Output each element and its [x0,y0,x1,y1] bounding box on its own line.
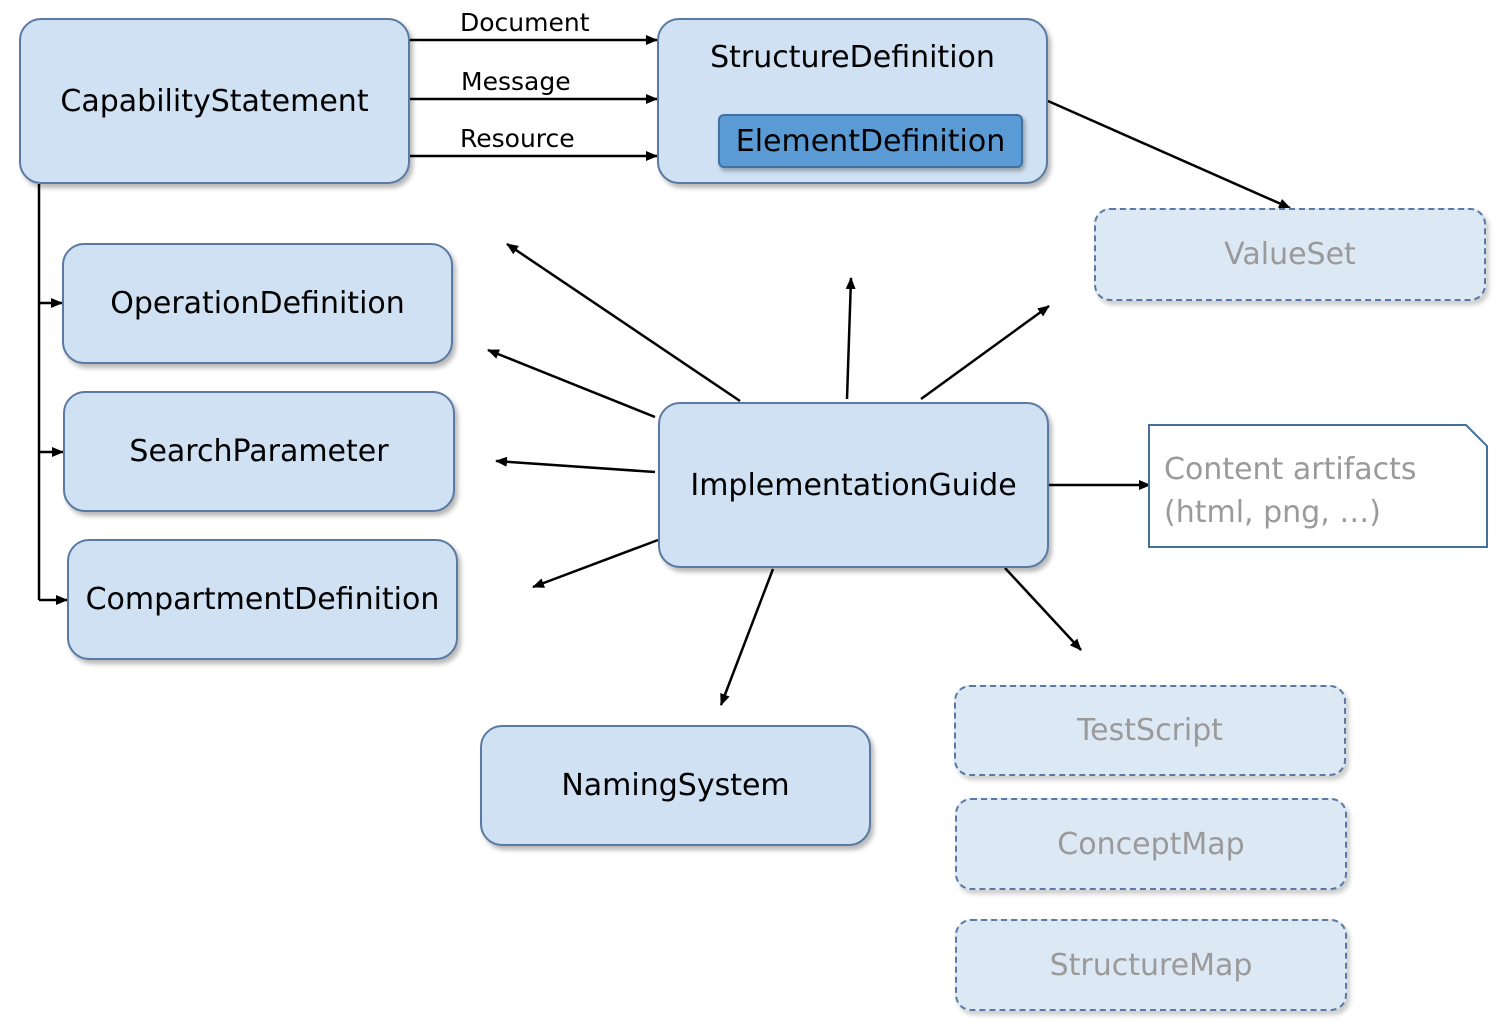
content-artifacts-line1: Content artifacts [1164,452,1417,487]
compartmentdefinition-label: CompartmentDefinition [85,582,440,617]
ig-arrow-down-right [1004,567,1082,651]
ig-arrow-left-low [532,538,659,589]
ig-arrow-left-high [487,348,656,419]
elementdefinition-node: ElementDefinition [718,114,1023,168]
edge-label-resource: Resource [460,124,575,153]
testscript-node: TestScript [954,685,1346,776]
conceptmap-node: ConceptMap [955,798,1347,890]
testscript-label: TestScript [1076,713,1224,748]
structuremap-node: StructureMap [955,919,1347,1011]
ig-arrow-upper-left [506,242,741,403]
searchparameter-label: SearchParameter [129,434,389,469]
operationdefinition-label: OperationDefinition [110,286,405,321]
implementationguide-node: ImplementationGuide [658,402,1049,568]
capabilitystatement-node: CapabilityStatement [19,18,410,184]
compartmentdefinition-node: CompartmentDefinition [67,539,458,660]
content-artifacts-label: Content artifacts (html, png, …) [1164,448,1464,534]
ig-arrow-up [845,277,856,400]
capabilitystatement-label: CapabilityStatement [60,83,369,119]
edge-label-document: Document [460,8,590,37]
ig-arrow-upper-right [920,304,1050,401]
namingsystem-label: NamingSystem [561,768,790,803]
content-artifacts-line2: (html, png, …) [1164,495,1381,530]
structuredefinition-label: StructureDefinition [710,40,995,75]
valueset-label: ValueSet [1224,237,1356,272]
ig-arrow-to-namingsystem [719,568,775,706]
conceptmap-label: ConceptMap [1057,826,1245,862]
ig-arrow-left [495,456,656,474]
content-artifacts-document-shape [1148,424,1488,548]
searchparameter-node: SearchParameter [63,391,455,512]
structuremap-label: StructureMap [1049,947,1253,983]
valueset-node: ValueSet [1094,208,1486,301]
namingsystem-node: NamingSystem [480,725,871,846]
arrow-to-valueset [1047,99,1291,210]
implementationguide-label: ImplementationGuide [690,467,1017,503]
operationdefinition-node: OperationDefinition [62,243,453,364]
edge-label-message: Message [461,67,571,96]
elementdefinition-label: ElementDefinition [735,123,1006,159]
